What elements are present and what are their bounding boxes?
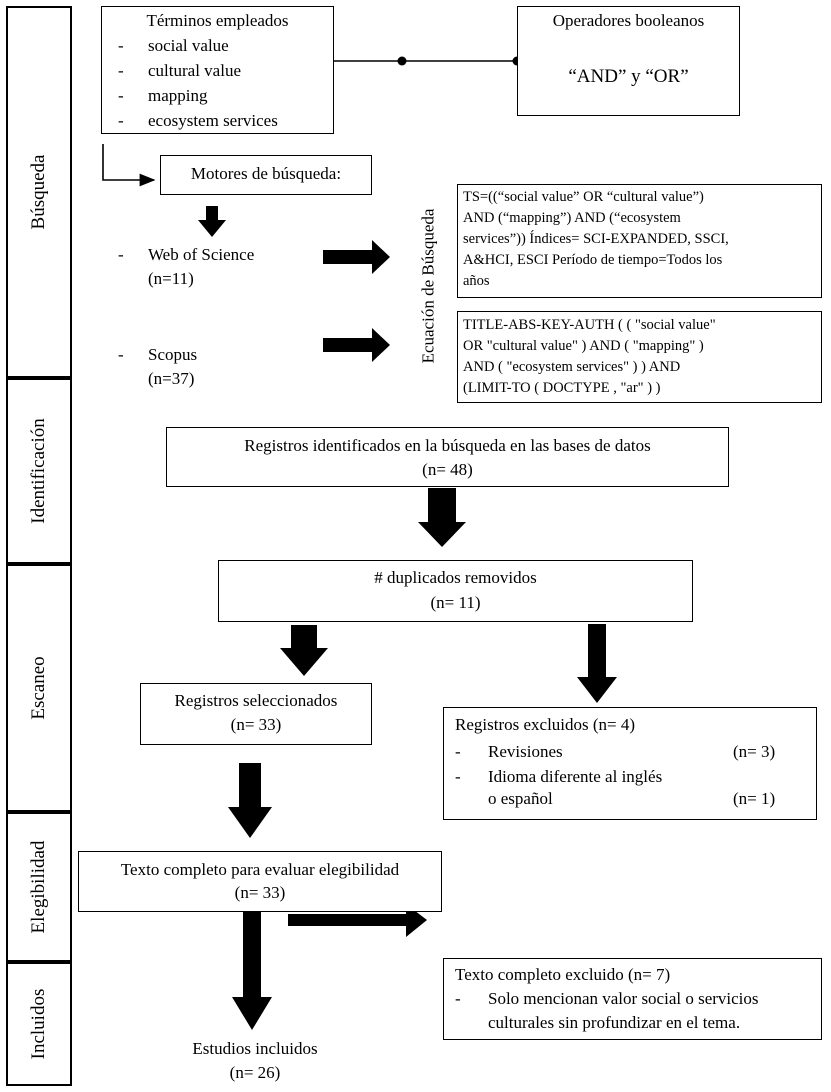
revisiones-label: Revisiones	[488, 742, 563, 761]
idioma-line-1: Idioma diferente al inglés	[488, 767, 663, 786]
wos-eq-line-3: services”)) Índices= SCI-EXPANDED, SSCI,	[463, 231, 729, 247]
estudios-count: (n= 26)	[229, 1063, 281, 1082]
terminos-title: Términos empleados	[146, 11, 289, 30]
estudios-title: Estudios incluidos	[192, 1039, 318, 1058]
terminos-dash-1: -	[118, 36, 124, 55]
terminos-item-2: cultural value	[148, 61, 241, 80]
duplicados-count: (n= 11)	[430, 593, 481, 612]
terminos-box	[101, 6, 334, 134]
wos-eq-line-1: TS=((“social value” OR “cultural value”)	[463, 189, 704, 205]
texto-excluido-line-2: culturales sin profundizar en el tema.	[488, 1013, 741, 1032]
texto-completo-count: (n= 33)	[234, 883, 286, 902]
arrow-down-identificados	[418, 488, 466, 547]
arrow-right-wos	[323, 240, 390, 274]
operadores-title: Operadores booleanos	[552, 11, 705, 30]
revisiones-count: (n= 3)	[733, 742, 776, 761]
terminos-item-3: mapping	[148, 86, 208, 105]
stage-incluidos: Incluidos	[6, 962, 72, 1086]
scopus-eq-line-4: (LIMIT-TO ( DOCTYPE , "ar" ) )	[463, 380, 661, 396]
stage-elegibilidad: Elegibilidad	[6, 812, 72, 962]
terminos-item-4: ecosystem services	[148, 111, 278, 130]
arrow-right-texto-excluido	[288, 904, 427, 937]
terminos-dash-3: -	[118, 86, 124, 105]
wos-count: (n=11)	[148, 269, 194, 288]
operadores-value: “AND” y “OR”	[568, 66, 689, 87]
scopus-equation-box	[457, 311, 822, 403]
texto-completo-title: Texto completo para evaluar elegibilidad	[120, 860, 400, 879]
thick-arrows	[198, 206, 617, 1030]
scopus-eq-line-2: OR "cultural value" ) AND ( "mapping" )	[463, 338, 704, 354]
scopus-eq-line-1: TITLE-ABS-KEY-AUTH ( ( "social value"	[463, 317, 716, 333]
wos-eq-line-5: años	[463, 273, 490, 289]
terminos-dash-4: -	[118, 111, 124, 130]
idioma-line-2: o español	[488, 789, 553, 808]
arrow-down-motores	[198, 206, 226, 237]
excluidos-title: Registros excluidos (n= 4)	[455, 715, 636, 734]
wos-name: Web of Science	[148, 245, 255, 264]
wos-eq-line-4: A&HCI, ESCI Período de tiempo=Todos los	[463, 252, 723, 268]
scopus-dash: -	[118, 345, 124, 364]
stage-escaneo: Escaneo	[6, 564, 72, 812]
operadores-box	[517, 6, 740, 116]
terminos-item-1: social value	[148, 36, 229, 55]
texto-excluido-dash: -	[455, 989, 461, 1008]
arrow-down-excluidos	[577, 624, 617, 703]
texto-excluido-line-1: Solo mencionan valor social o servicios	[488, 989, 759, 1008]
motores-box	[160, 155, 372, 195]
identificados-box	[166, 427, 729, 487]
stage-identificacion: Identificación	[6, 378, 72, 564]
excluidos-box	[443, 707, 817, 820]
terminos-dash-2: -	[118, 61, 124, 80]
terms-motores-connector	[102, 144, 156, 187]
idioma-count: (n= 1)	[733, 789, 776, 808]
duplicados-title: # duplicados removidos	[374, 568, 537, 587]
stage-busqueda: Búsqueda	[6, 6, 72, 378]
arrow-down-texto-completo	[228, 763, 272, 838]
seleccionados-count: (n= 33)	[230, 715, 282, 734]
arrow-right-scopus	[323, 328, 390, 362]
arrow-down-seleccionados	[280, 625, 328, 676]
wos-eq-line-2: AND (“mapping”) AND (“ecosystem	[463, 210, 681, 226]
scopus-count: (n=37)	[148, 369, 195, 388]
scopus-eq-line-3: AND ( "ecosystem services" ) ) AND	[463, 359, 681, 375]
identificados-title: Registros identificados en la búsqueda e…	[244, 436, 651, 455]
texto-excluido-title: Texto completo excluido (n= 7)	[455, 965, 671, 984]
seleccionados-box	[140, 683, 372, 745]
texto-completo-box	[78, 851, 442, 912]
scopus-name: Scopus	[148, 345, 198, 364]
texto-excluido-box	[443, 958, 822, 1040]
seleccionados-title: Registros seleccionados	[174, 691, 338, 710]
identificados-count: (n= 48)	[422, 460, 473, 479]
wos-dash: -	[118, 245, 124, 264]
arrow-down-estudios	[232, 888, 272, 1030]
revisiones-dash: -	[455, 742, 461, 761]
idioma-dash: -	[455, 767, 461, 786]
duplicados-box	[218, 560, 693, 622]
motores-title: Motores de búsqueda:	[190, 164, 342, 183]
wos-equation-box	[457, 184, 822, 298]
connector-dot-left	[397, 56, 407, 66]
ecuacion-label: Ecuación de Búsqueda	[418, 208, 438, 364]
